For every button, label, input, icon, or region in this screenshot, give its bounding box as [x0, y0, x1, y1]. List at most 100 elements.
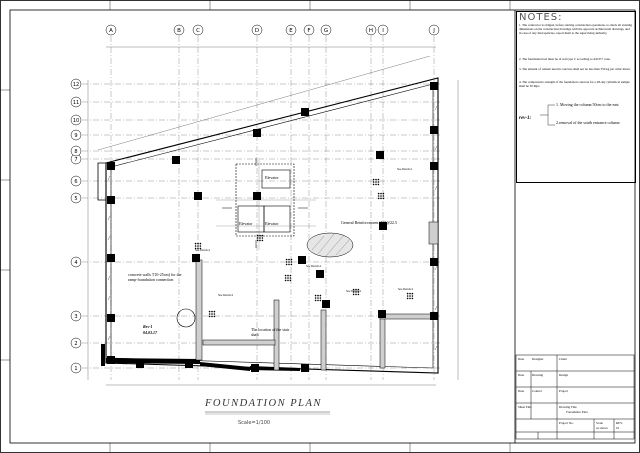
plan-title: FOUNDATION PLAN	[205, 398, 322, 409]
svg-text:8: 8	[74, 149, 77, 155]
column-footing	[322, 300, 330, 308]
grid-bubble-col-A: A	[105, 24, 117, 36]
grid-bubble-row-11: 11	[70, 96, 82, 108]
grid-bubble-row-4: 4	[70, 256, 82, 268]
dimension-lines	[87, 46, 459, 386]
stair-circle	[176, 308, 196, 328]
grid-bubble-row-3: 3	[70, 310, 82, 322]
stair-shaft-note: The location of the stair shaft	[251, 327, 290, 337]
grid-bubble-row-12: 12	[70, 78, 82, 90]
svg-text:G: G	[324, 28, 328, 34]
grid-bubble-row-5: 5	[70, 192, 82, 204]
grid-bubble-col-F: F	[303, 24, 315, 36]
grid-bubble-row-8: 8	[70, 145, 82, 157]
rev-tag-2: 04.03.17	[143, 330, 157, 335]
column-footing	[301, 364, 309, 372]
column-footing	[298, 256, 306, 264]
tb-project-no: Project No.	[559, 421, 574, 425]
elevator-core	[216, 160, 316, 250]
grid-bubble-col-J: J	[428, 24, 440, 36]
svg-text:D: D	[255, 28, 259, 34]
grid-bubble-row-2: 2	[70, 337, 82, 349]
wall-hatch	[107, 105, 438, 351]
detail-tag-6: See Detail-4	[306, 264, 321, 268]
column-footing	[301, 108, 309, 116]
tb-drawing-title-value: Foundation Plan	[566, 410, 588, 414]
column-footing	[253, 129, 261, 137]
tb-date: Date	[518, 357, 525, 361]
pile-group	[406, 292, 414, 300]
svg-text:H: H	[369, 28, 373, 34]
strip-footings	[195, 221, 439, 371]
detail-tag-2: See Detail-4	[218, 293, 233, 297]
tb-date-2: Date	[518, 373, 525, 377]
column-footing	[107, 314, 115, 322]
tb-rev: REV.	[616, 421, 623, 425]
column-footing	[107, 254, 115, 262]
notes-title: NOTES:	[519, 12, 563, 23]
column-footing	[378, 310, 386, 318]
tb-designer: Designer	[532, 357, 544, 361]
grid-bubble-row-1: 1	[70, 362, 82, 374]
column-footing	[136, 360, 144, 368]
column-footing	[253, 192, 261, 200]
tb-client: Client	[559, 357, 567, 361]
grid-bubble-col-B: B	[173, 24, 185, 36]
inner-frame	[9, 9, 636, 444]
column-footing	[376, 151, 384, 159]
grid-bubble-col-E: E	[285, 24, 297, 36]
concrete-walls-note: concrete walls T10-25cm) for the ramp-fo…	[128, 272, 182, 282]
column-footing	[316, 270, 324, 278]
pile-group	[372, 178, 380, 186]
svg-text:7: 7	[74, 157, 77, 163]
grid-bubble-col-D: D	[251, 24, 263, 36]
note-2: 2. The foundation bed must be of soil ty…	[519, 57, 611, 61]
pile-group	[194, 242, 202, 250]
grid-bubble-row-9: 9	[70, 129, 82, 141]
grid-bubble-row-6: 6	[70, 175, 82, 187]
title-block	[515, 354, 635, 440]
border-ticks	[0, 0, 511, 452]
grid-bubble-col-G: G	[320, 24, 332, 36]
pile-group	[208, 310, 216, 318]
svg-text:C: C	[196, 28, 200, 34]
svg-text:3: 3	[74, 314, 77, 320]
svg-text:5: 5	[74, 196, 77, 202]
svg-text:9: 9	[74, 133, 77, 139]
note-1: 1. The contractor is obliged, before sta…	[519, 23, 632, 35]
tb-drawing: Drawing	[532, 373, 544, 377]
pile-group	[256, 234, 264, 242]
plan-scale: Scale=1/100	[238, 420, 271, 426]
note-4: 4. The compressive strength of the found…	[519, 80, 630, 88]
column-footing	[107, 356, 115, 364]
south-footing	[101, 344, 300, 371]
elevator-label-3: Elevator	[265, 221, 279, 226]
svg-text:2: 2	[74, 341, 77, 347]
tb-sheet-title: Sheet Title	[518, 405, 532, 409]
tb-scale-value: as shown	[596, 426, 608, 430]
pile-group	[314, 294, 322, 302]
reinforcement-note: General Reinforcement Ø25@22.5	[341, 220, 397, 225]
notes-box	[516, 11, 636, 183]
reinforcement-zone	[306, 232, 354, 258]
tb-design: Design	[559, 373, 569, 377]
column-footing	[185, 360, 193, 368]
svg-text:F: F	[307, 28, 310, 34]
elevator-label-2: Elevator	[239, 221, 253, 226]
section-markers	[222, 158, 308, 248]
svg-text:6: 6	[74, 179, 77, 185]
tb-drawing-title: Drawing Title	[559, 405, 577, 409]
svg-text:4: 4	[74, 260, 77, 266]
svg-text:B: B	[177, 28, 181, 34]
note-3: 3. The amount of cement used in concrete…	[519, 67, 631, 71]
column-footing	[430, 312, 438, 320]
tb-rev-value: 01	[616, 426, 620, 430]
revision-item-1: 1. Moving the column 50cm to the east	[556, 102, 619, 107]
oval-hatch	[311, 233, 351, 257]
column-footing	[107, 162, 115, 170]
grid-bubble-col-H: H	[365, 24, 377, 36]
svg-text:A: A	[109, 28, 113, 34]
grid-bubble-row-10: 10	[70, 114, 82, 126]
